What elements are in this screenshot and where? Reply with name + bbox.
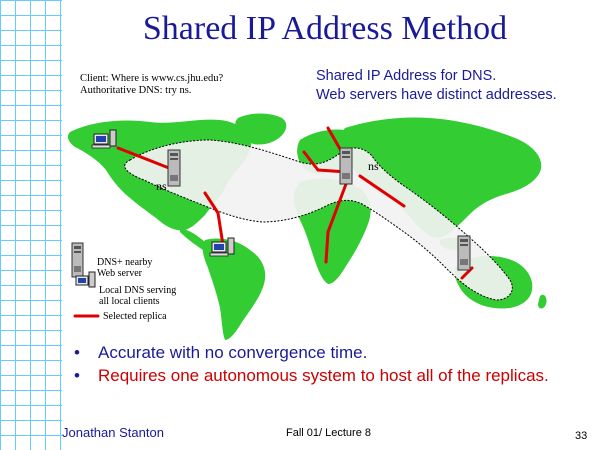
page-number: 33	[575, 430, 588, 442]
legend-server-icon	[71, 242, 84, 278]
bullet-item: • Requires one autonomous system to host…	[74, 365, 594, 386]
authoritative-dns-line: Authoritative DNS: try ns.	[80, 85, 192, 96]
legend-selected-replica: Selected replica	[103, 311, 167, 322]
japan	[511, 168, 525, 190]
greenland	[235, 113, 287, 145]
slide-title: Shared IP Address Method	[142, 10, 508, 47]
eu-ns-label: ns	[368, 159, 379, 173]
new-zealand	[538, 294, 547, 309]
na-ns-server-icon	[167, 149, 181, 187]
bullet-list: • Accurate with no convergence time. • R…	[74, 342, 594, 388]
asia-server-icon	[457, 235, 471, 271]
footer-course: Fall 01/ Lecture 8	[286, 427, 371, 439]
shared-ip-line: Shared IP Address for DNS.	[316, 68, 497, 84]
bullet-item: • Accurate with no convergence time.	[74, 342, 594, 363]
selected-replica-links	[73, 126, 474, 318]
legend-local-dns: Local DNS serving all local clients	[99, 285, 176, 307]
legend-dns-line1: DNS+ nearby	[97, 257, 153, 268]
replica-line-africa-south	[324, 230, 330, 264]
eu-ns-server-icon	[339, 147, 353, 185]
replica-line-africa	[326, 182, 348, 234]
replica-line-sa-stem	[216, 211, 225, 247]
bullet-dot-icon: •	[74, 343, 80, 362]
bullet-dot-icon: •	[74, 366, 80, 385]
client-query-line: Client: Where is www.cs.jhu.edu?	[80, 73, 224, 84]
asia	[342, 117, 542, 238]
replica-line-na-south	[203, 191, 220, 215]
legend-local-dns-line1: Local DNS serving	[99, 285, 177, 296]
legend-client-computer-icon	[75, 271, 96, 288]
na-client-computer-icon	[91, 129, 117, 149]
autonomous-system-band	[124, 139, 513, 301]
bullet-text: Accurate with no convergence time.	[98, 343, 368, 362]
legend-dns-server: DNS+ nearby Web server	[97, 257, 152, 279]
shared-ip-note: Shared IP Address for DNS. Web servers h…	[316, 67, 557, 105]
replica-line-na-client	[116, 146, 176, 172]
legend-dns-line2: Web server	[97, 268, 143, 279]
replica-line-asia	[358, 174, 406, 208]
bullet-text: Requires one autonomous system to host a…	[98, 366, 549, 385]
sa-client-computer-icon	[209, 237, 235, 257]
slide-grid-background	[0, 0, 62, 450]
distinct-address-line: Web servers have distinct addresses.	[316, 87, 557, 103]
footer-author: Jonathan Stanton	[62, 425, 164, 440]
na-ns-label: ns	[156, 179, 167, 193]
client-query-note: Client: Where is www.cs.jhu.edu? Authori…	[80, 73, 223, 97]
legend-local-dns-line2: all local clients	[99, 296, 160, 307]
replica-line-eu-1	[302, 150, 320, 172]
south-america	[202, 238, 266, 340]
